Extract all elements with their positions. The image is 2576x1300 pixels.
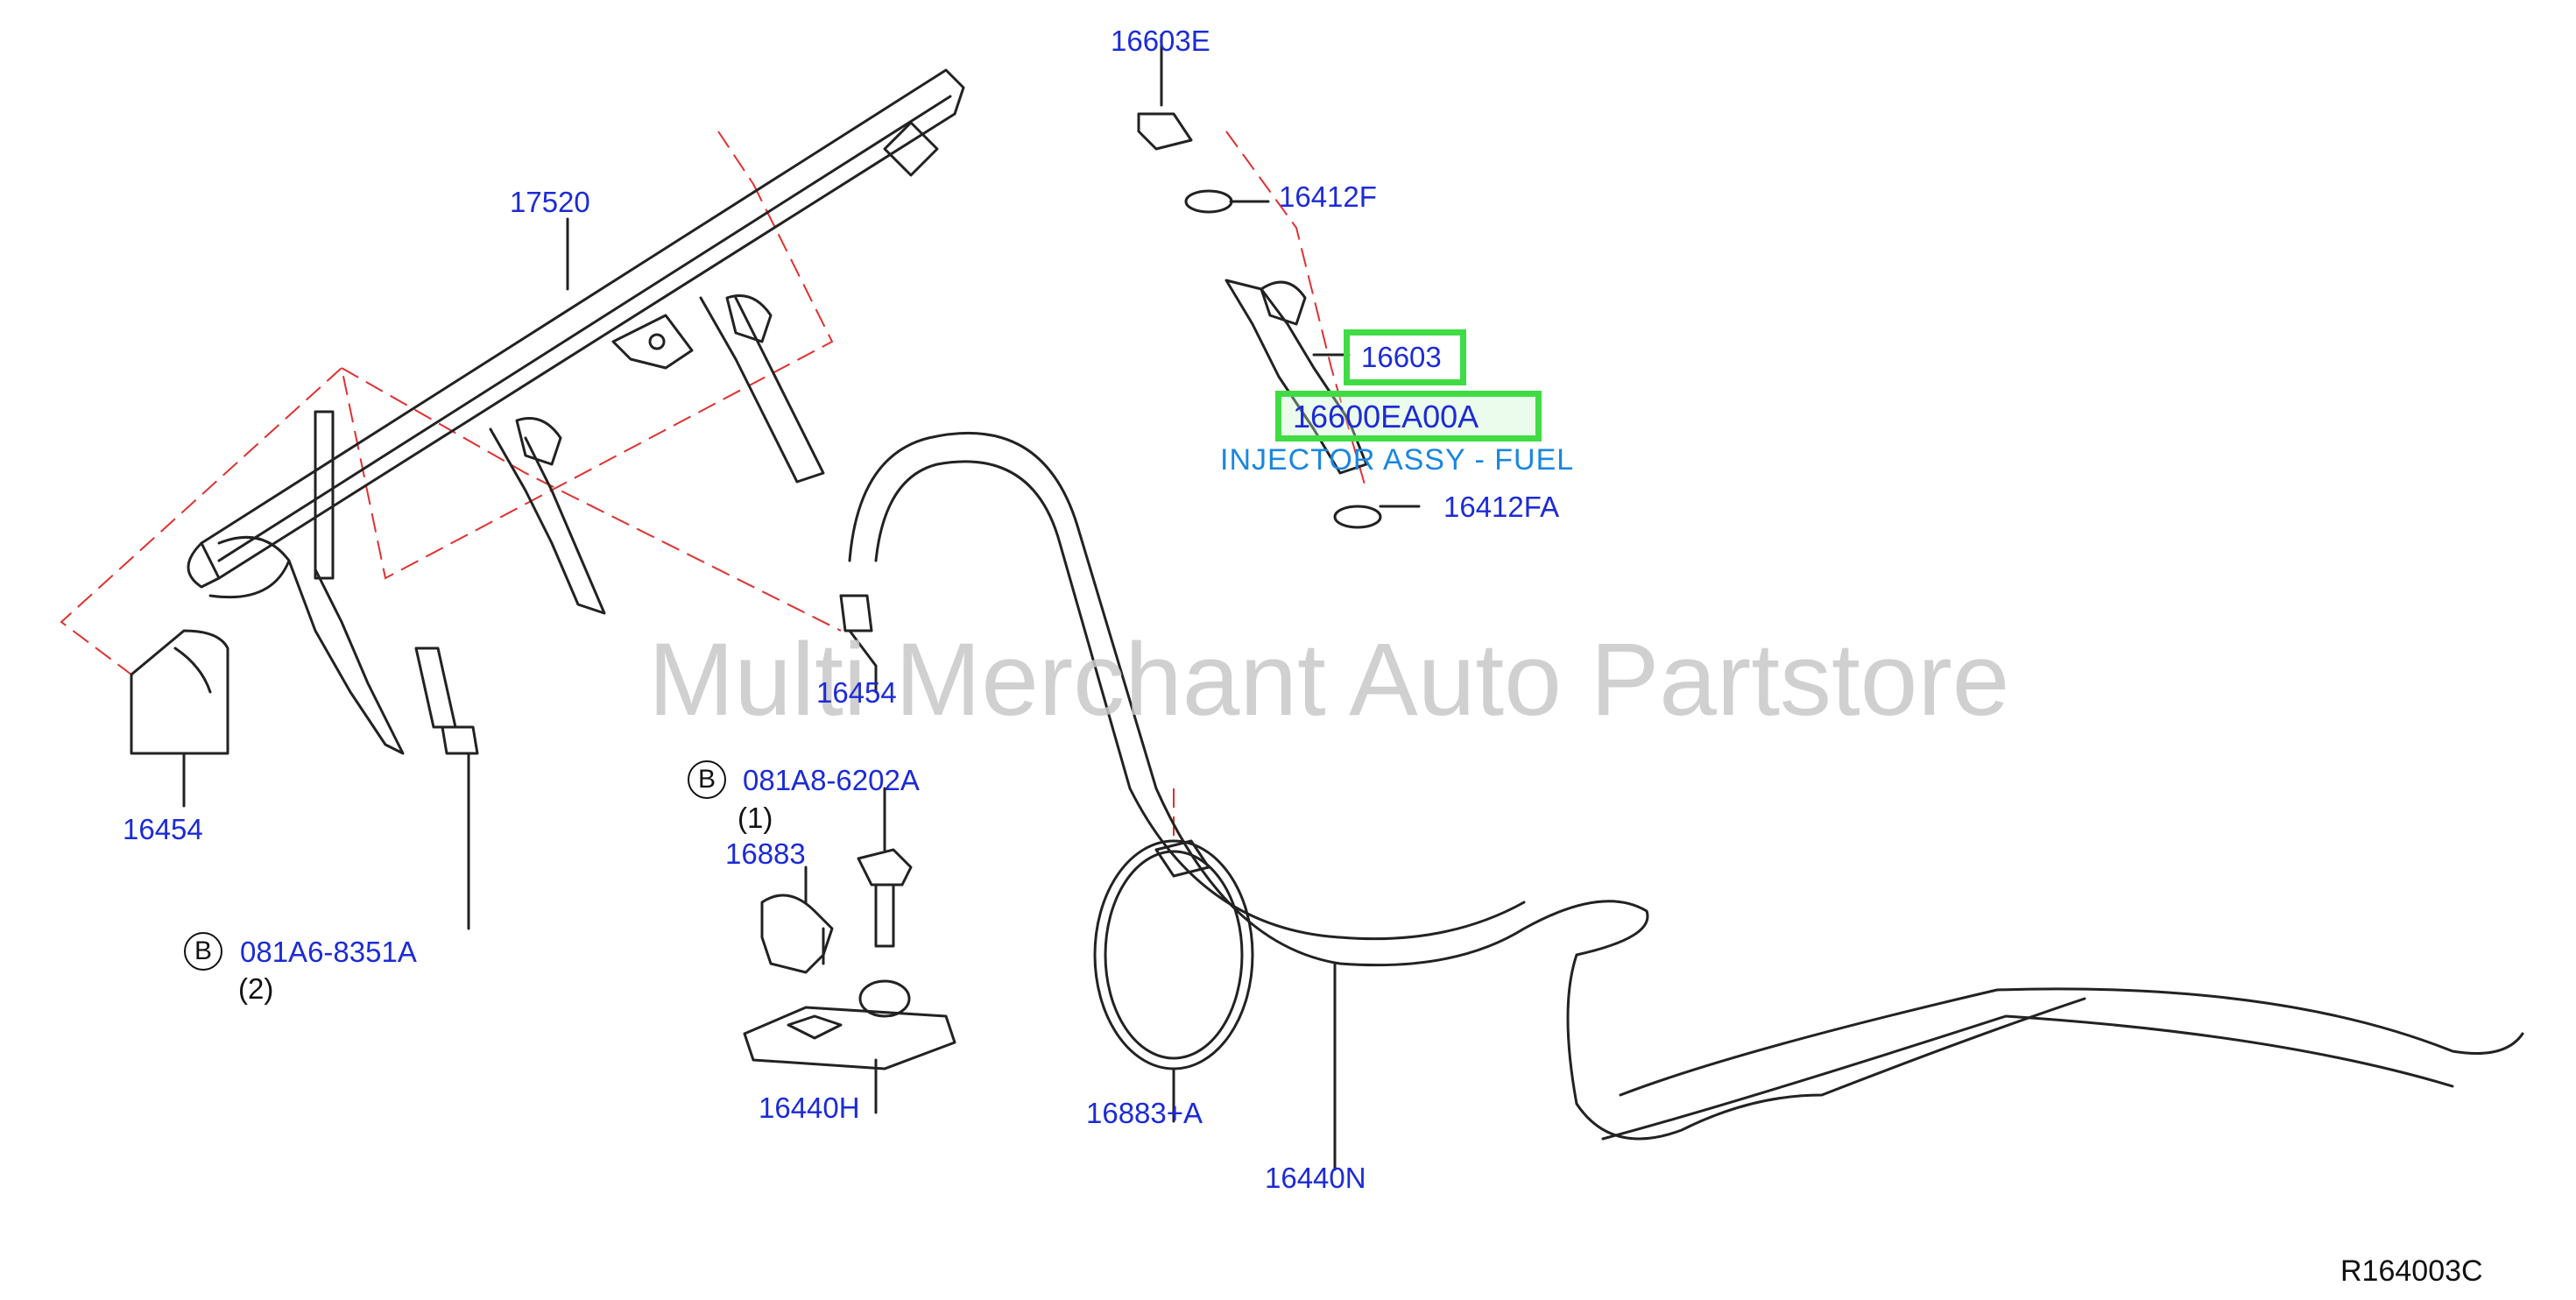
diagram-code: R164003C xyxy=(2340,1254,2483,1288)
part-description: INJECTOR ASSY - FUEL xyxy=(1220,443,1575,477)
part-label-16883-A[interactable]: 16883+A xyxy=(1086,1097,1203,1129)
injector-on-rail-3 xyxy=(699,294,825,484)
watermark: Multi Merchant Auto Partstore xyxy=(648,622,2010,738)
highlight-16600EA00A xyxy=(1275,391,1542,442)
leader-lines xyxy=(182,217,878,904)
part-label-16454-center[interactable]: 16454 xyxy=(816,676,897,709)
bolt-081A8 xyxy=(857,787,913,948)
part-label-16412F[interactable]: 16412F xyxy=(1279,180,1377,213)
part-label-16600EA00A[interactable]: 16600EA00A xyxy=(1293,399,1479,435)
injector-16600EA00A xyxy=(1137,33,1421,529)
part-label-081A8-6202A[interactable]: 081A8-6202A xyxy=(743,764,920,796)
circle-b-marker-2: B xyxy=(184,932,222,971)
part-label-16412FA[interactable]: 16412FA xyxy=(1443,491,1560,523)
circle-b-marker-1: B xyxy=(688,760,726,799)
alignment-dashes xyxy=(60,131,1367,841)
quantity-1: (1) xyxy=(738,802,773,834)
part-label-16883[interactable]: 16883 xyxy=(725,837,806,870)
part-label-16440N[interactable]: 16440N xyxy=(1265,1162,1366,1194)
injector-on-rail-2 xyxy=(489,417,606,615)
bolt-081A6 xyxy=(414,646,479,930)
injector-on-rail-1 xyxy=(287,410,405,755)
protector-16454 xyxy=(130,629,229,755)
bracket-16440H xyxy=(743,979,956,1114)
quantity-2: (2) xyxy=(238,972,274,1005)
part-label-16603E[interactable]: 16603E xyxy=(1111,25,1210,57)
part-label-16440H[interactable]: 16440H xyxy=(759,1092,860,1124)
part-label-16603[interactable]: 16603 xyxy=(1361,341,1442,373)
cap-16454-center xyxy=(839,594,878,668)
part-label-16454-left[interactable]: 16454 xyxy=(123,813,203,845)
fuel-hose-16440N xyxy=(848,431,2524,1171)
fuel-rail-17520 xyxy=(187,68,965,599)
part-label-081A6-8351A[interactable]: 081A6-8351A xyxy=(240,936,417,968)
clip-16883 xyxy=(760,894,834,974)
part-label-17520[interactable]: 17520 xyxy=(510,186,590,218)
clip-16883-A xyxy=(1093,839,1254,1123)
highlight-16603 xyxy=(1344,329,1466,385)
